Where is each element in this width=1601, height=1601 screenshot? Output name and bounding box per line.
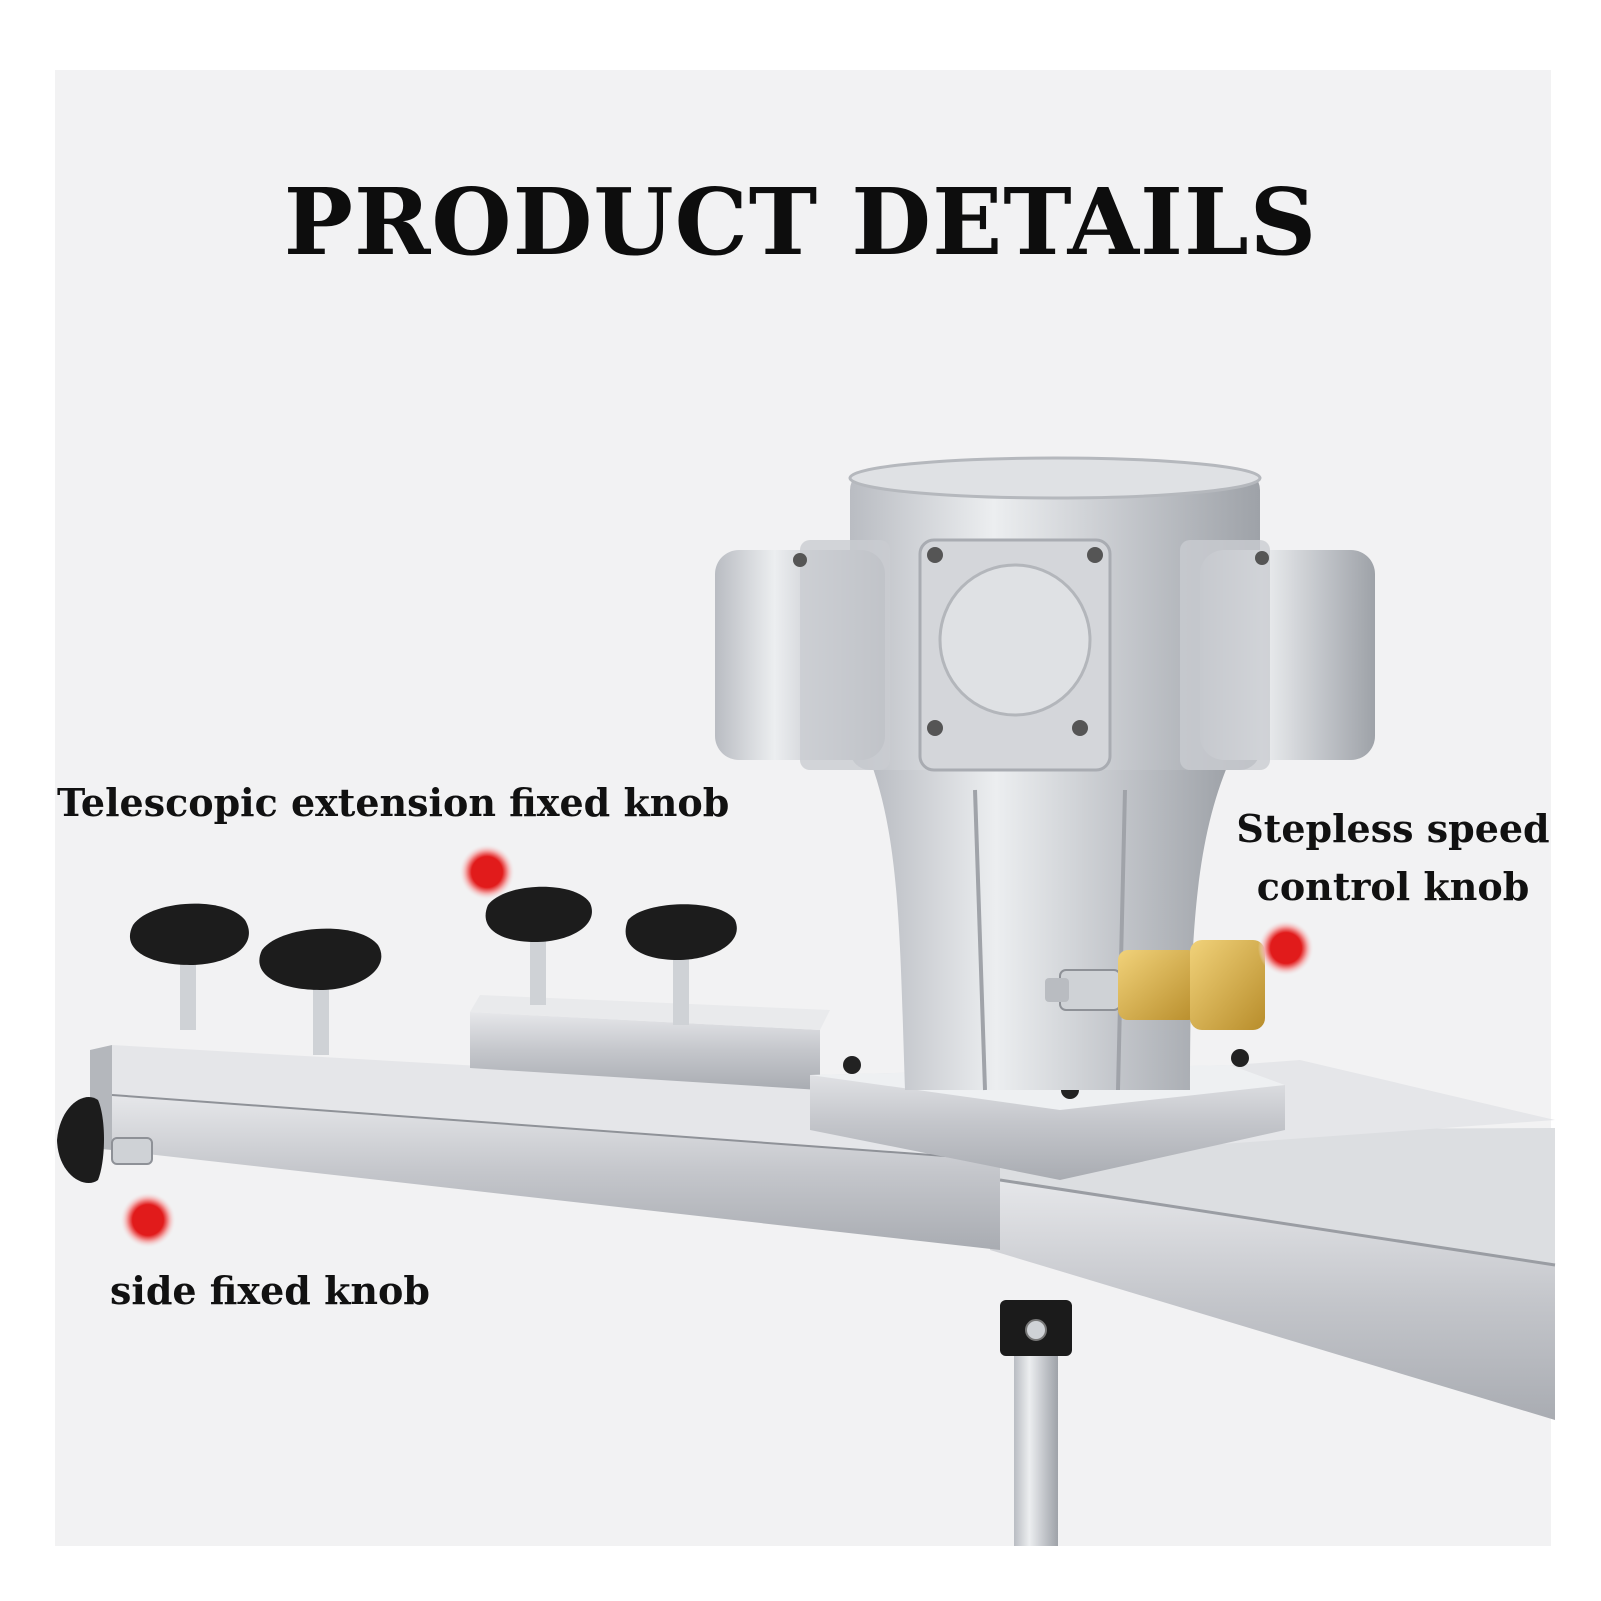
red-dot-marker-icon [1258, 920, 1314, 976]
motor-neck [870, 760, 1230, 1091]
side-knob-label: side fixed knob [110, 1268, 430, 1313]
upper-bracket [470, 995, 830, 1090]
star-knob-icon[interactable] [57, 1096, 153, 1184]
speed-knob-label-line1: Stepless speed [1236, 806, 1550, 851]
red-dot-marker-icon [120, 1192, 176, 1248]
red-dot-marker-icon [459, 844, 515, 900]
star-knob-icon[interactable] [625, 904, 737, 1025]
star-knob-icon[interactable] [485, 886, 592, 1005]
speed-knob-label-line2: control knob [1256, 864, 1530, 909]
motor-head [715, 456, 1375, 772]
stand-pole [1000, 1300, 1072, 1546]
speed-valve [1045, 940, 1265, 1030]
star-knob-icon[interactable] [259, 928, 382, 1055]
speed-knob-label: Stepless speed control knob [1228, 800, 1558, 916]
page-title: PRODUCT DETAILS [283, 168, 1318, 276]
star-knob-icon[interactable] [129, 903, 249, 1030]
telescopic-knob-label: Telescopic extension fixed knob [57, 780, 730, 825]
